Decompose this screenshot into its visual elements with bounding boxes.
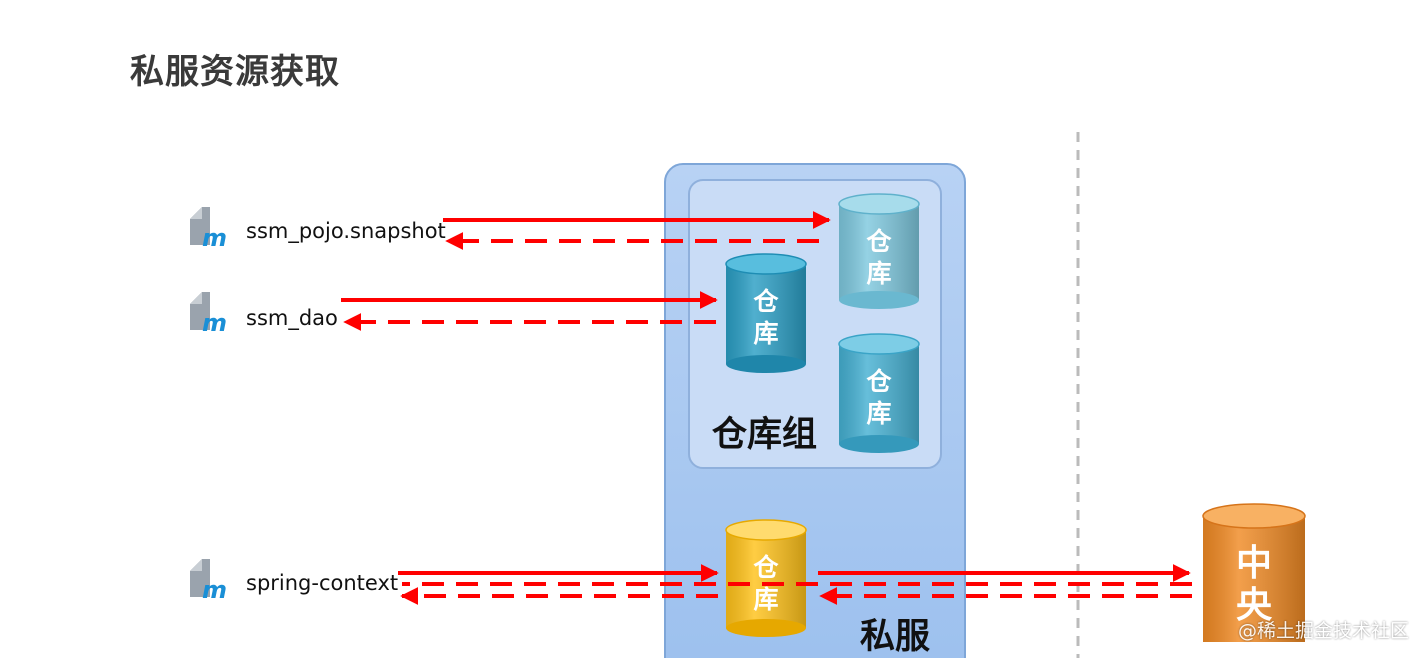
artifact-label: ssm_dao bbox=[246, 306, 338, 331]
maven-m-icon: m bbox=[190, 207, 227, 252]
svg-text:仓: 仓 bbox=[865, 227, 892, 256]
svg-text:中: 中 bbox=[1236, 543, 1272, 584]
private-server-label: 私服 bbox=[860, 617, 930, 657]
repo-cylinder-third: 仓 库 bbox=[838, 333, 920, 453]
artifact-ssm-pojo[interactable]: m ssm_pojo.snapshot bbox=[190, 207, 446, 252]
svg-text:m: m bbox=[202, 224, 227, 252]
svg-text:仓: 仓 bbox=[752, 553, 779, 582]
page-title: 私服资源获取 bbox=[130, 52, 340, 92]
repo-cylinder-snapshot: 仓 库 bbox=[838, 193, 920, 309]
svg-text:库: 库 bbox=[753, 585, 778, 614]
repo-cylinder-proxy: 仓 库 bbox=[725, 519, 807, 637]
repo-cylinder-release: 仓 库 bbox=[725, 253, 807, 373]
artifact-ssm-dao[interactable]: m ssm_dao bbox=[190, 292, 338, 337]
central-repo-cylinder: 中 央 bbox=[1202, 503, 1306, 642]
maven-m-icon: m bbox=[190, 292, 227, 337]
watermark-text: @稀土掘金技术社区 bbox=[1238, 620, 1410, 642]
svg-text:仓: 仓 bbox=[752, 287, 779, 316]
svg-text:m: m bbox=[202, 309, 227, 337]
svg-text:仓: 仓 bbox=[865, 367, 892, 396]
artifact-spring-context[interactable]: m spring-context bbox=[190, 559, 398, 604]
svg-text:库: 库 bbox=[753, 319, 778, 348]
svg-text:m: m bbox=[202, 576, 227, 604]
maven-m-icon: m bbox=[190, 559, 227, 604]
svg-text:库: 库 bbox=[866, 259, 891, 288]
artifact-label: ssm_pojo.snapshot bbox=[246, 219, 446, 244]
repo-group-label: 仓库组 bbox=[712, 415, 817, 455]
svg-text:央: 央 bbox=[1236, 585, 1273, 626]
svg-text:库: 库 bbox=[866, 399, 891, 428]
artifact-label: spring-context bbox=[246, 571, 398, 595]
